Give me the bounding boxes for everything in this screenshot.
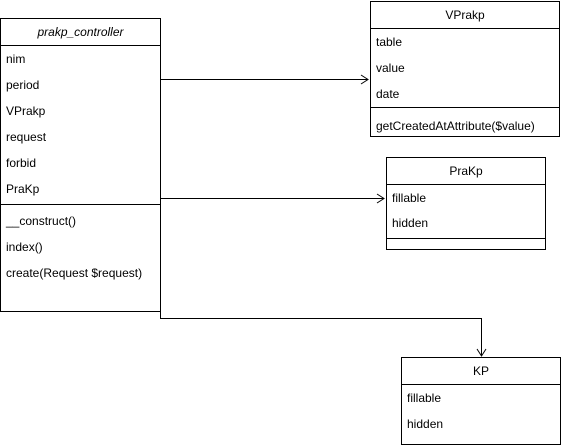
method-get-created-at-attribute: getCreatedAtAttribute($value)	[376, 119, 535, 133]
attributes-section: fillable hidden	[402, 385, 560, 444]
arrowhead-vprakp	[360, 74, 369, 85]
attribute-fillable: fillable	[407, 391, 442, 405]
attribute-value: value	[376, 61, 405, 75]
arrowhead-prakp	[376, 193, 385, 204]
methods-section: getCreatedAtAttribute($value)	[371, 108, 559, 136]
attribute-nim: nim	[6, 52, 26, 66]
method-create: create(Request $request)	[6, 266, 143, 280]
attribute-request: request	[6, 130, 47, 144]
class-title: VPrakp	[445, 8, 485, 22]
class-title: prakp_controller	[37, 25, 124, 39]
class-title: PraKp	[449, 164, 483, 178]
attributes-section: table value date	[371, 29, 559, 108]
class-title: KP	[472, 364, 489, 378]
attributes-section: nim period VPrakp request forbid PraKp	[1, 46, 160, 205]
class-kp[interactable]: KP fillable hidden	[401, 357, 561, 445]
attribute-vprakp: VPrakp	[6, 104, 46, 118]
attribute-date: date	[376, 87, 400, 101]
attribute-prakp: PraKp	[6, 182, 40, 196]
attribute-hidden: hidden	[392, 216, 429, 230]
attribute-fillable: fillable	[392, 191, 427, 205]
attributes-section: fillable hidden	[387, 185, 545, 239]
class-prakp-controller[interactable]: prakp_controller nim period VPrakp reque…	[0, 18, 161, 312]
attribute-table: table	[376, 35, 403, 49]
association-controller-kp	[160, 311, 482, 356]
method-construct: __construct()	[6, 214, 77, 228]
methods-section	[387, 239, 545, 247]
class-vprakp[interactable]: VPrakp table value date getCreatedAtAttr…	[370, 1, 560, 137]
class-prakp[interactable]: PraKp fillable hidden	[386, 157, 546, 250]
method-index: index()	[6, 240, 43, 254]
arrowhead-kp	[476, 348, 487, 357]
attribute-hidden: hidden	[407, 417, 444, 431]
methods-section: __construct() index() create(Request $re…	[1, 205, 160, 311]
attribute-forbid: forbid	[6, 156, 37, 170]
attribute-period: period	[6, 78, 40, 92]
